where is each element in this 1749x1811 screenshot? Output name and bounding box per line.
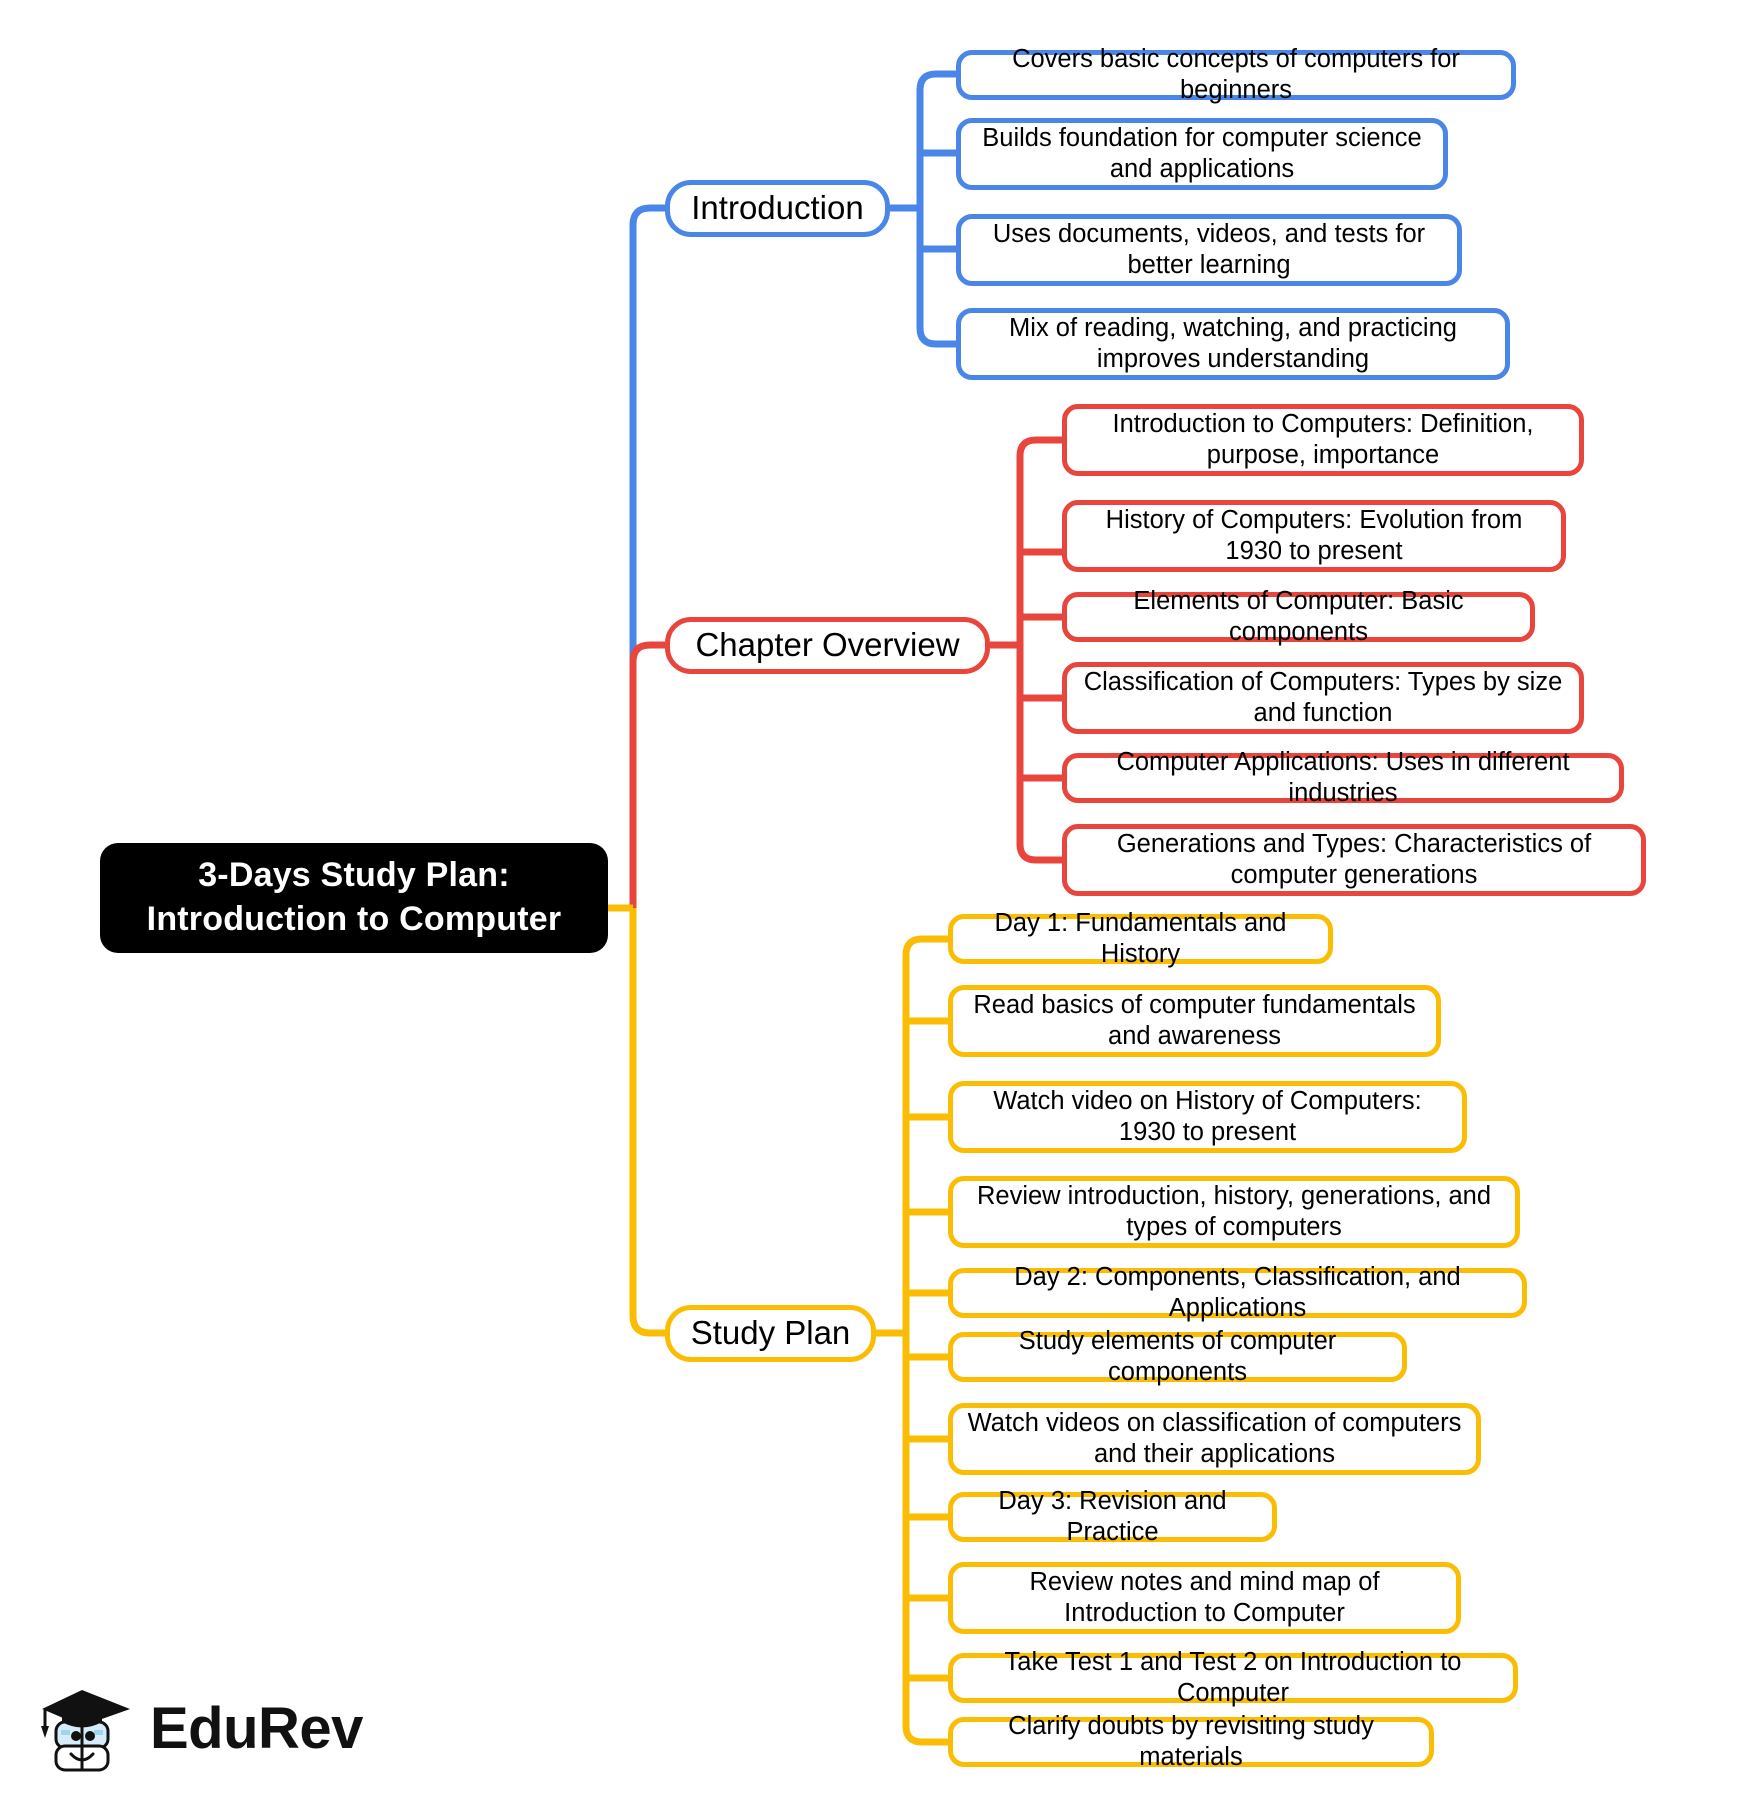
leaf-label: Watch video on History of Computers: 193… bbox=[993, 1086, 1422, 1146]
leaf-node-introduction-1[interactable]: Builds foundation for computer science a… bbox=[956, 118, 1448, 190]
leaf-label: Watch videos on classification of comput… bbox=[967, 1408, 1462, 1468]
leaf-node-chapter-overview-1[interactable]: History of Computers: Evolution from 193… bbox=[1062, 500, 1566, 572]
leaf-label: Clarify doubts by revisiting study mater… bbox=[1008, 1711, 1374, 1771]
leaf-node-study-plan-3[interactable]: Review introduction, history, generation… bbox=[948, 1176, 1520, 1248]
leaf-node-study-plan-10[interactable]: Clarify doubts by revisiting study mater… bbox=[948, 1712, 1434, 1771]
branch-label-chapter-overview: Chapter Overview bbox=[695, 626, 960, 664]
leaf-label: Classification of Computers: Types by si… bbox=[1083, 667, 1563, 727]
graduation-cap-book-mascot-icon bbox=[41, 1690, 130, 1772]
branch-node-chapter-overview[interactable]: Chapter Overview bbox=[665, 617, 990, 674]
root-node[interactable]: 3-Days Study Plan: Introduction to Compu… bbox=[100, 843, 608, 953]
leaf-node-study-plan-4[interactable]: Day 2: Components, Classification, and A… bbox=[948, 1263, 1527, 1322]
leaf-node-introduction-2[interactable]: Uses documents, videos, and tests for be… bbox=[956, 214, 1462, 286]
leaf-label: Computer Applications: Uses in different… bbox=[1116, 747, 1570, 807]
leaf-node-introduction-3[interactable]: Mix of reading, watching, and practicing… bbox=[956, 308, 1510, 380]
branch-label-introduction: Introduction bbox=[691, 189, 864, 227]
leaf-node-chapter-overview-3[interactable]: Classification of Computers: Types by si… bbox=[1062, 662, 1584, 734]
leaf-node-introduction-0[interactable]: Covers basic concepts of computers for b… bbox=[956, 45, 1516, 104]
branch-node-study-plan[interactable]: Study Plan bbox=[665, 1305, 876, 1362]
leaf-label: Uses documents, videos, and tests for be… bbox=[992, 219, 1426, 279]
leaf-label: Review introduction, history, generation… bbox=[976, 1181, 1492, 1241]
leaf-label: Read basics of computer fundamentals and… bbox=[973, 990, 1416, 1050]
leaf-node-study-plan-8[interactable]: Review notes and mind map of Introductio… bbox=[948, 1562, 1461, 1634]
edurev-logo: EduRev bbox=[38, 1676, 363, 1780]
leaf-node-study-plan-5[interactable]: Study elements of computer components bbox=[948, 1327, 1407, 1386]
branch-node-introduction[interactable]: Introduction bbox=[665, 180, 890, 237]
leaf-node-study-plan-0[interactable]: Day 1: Fundamentals and History bbox=[948, 909, 1333, 968]
leaf-label: Builds foundation for computer science a… bbox=[982, 123, 1422, 183]
leaf-node-study-plan-9[interactable]: Take Test 1 and Test 2 on Introduction t… bbox=[948, 1648, 1518, 1707]
leaf-node-chapter-overview-5[interactable]: Generations and Types: Characteristics o… bbox=[1062, 824, 1646, 896]
leaf-label: Mix of reading, watching, and practicing… bbox=[1009, 313, 1457, 373]
leaf-label: Day 1: Fundamentals and History bbox=[994, 908, 1287, 968]
leaf-label: Generations and Types: Characteristics o… bbox=[1116, 829, 1592, 889]
root-title-line2: Introduction to Computer bbox=[146, 900, 562, 938]
leaf-node-study-plan-1[interactable]: Read basics of computer fundamentals and… bbox=[948, 985, 1441, 1057]
leaf-label: Study elements of computer components bbox=[1018, 1326, 1337, 1386]
leaf-label: Day 2: Components, Classification, and A… bbox=[1014, 1262, 1461, 1322]
leaf-node-chapter-overview-4[interactable]: Computer Applications: Uses in different… bbox=[1062, 748, 1624, 807]
leaf-label: Covers basic concepts of computers for b… bbox=[1012, 44, 1460, 104]
leaf-label: Day 3: Revision and Practice bbox=[998, 1486, 1227, 1546]
leaf-node-chapter-overview-2[interactable]: Elements of Computer: Basic components bbox=[1062, 587, 1535, 646]
leaf-node-study-plan-7[interactable]: Day 3: Revision and Practice bbox=[948, 1487, 1277, 1546]
leaf-node-study-plan-2[interactable]: Watch video on History of Computers: 193… bbox=[948, 1081, 1467, 1153]
leaf-node-study-plan-6[interactable]: Watch videos on classification of comput… bbox=[948, 1403, 1481, 1475]
root-title-line1: 3-Days Study Plan: bbox=[198, 856, 510, 895]
leaf-label: Introduction to Computers: Definition, p… bbox=[1112, 409, 1534, 469]
leaf-node-chapter-overview-0[interactable]: Introduction to Computers: Definition, p… bbox=[1062, 404, 1584, 476]
leaf-label: Elements of Computer: Basic components bbox=[1133, 586, 1464, 646]
branch-label-study-plan: Study Plan bbox=[690, 1314, 851, 1352]
leaf-label: History of Computers: Evolution from 193… bbox=[1105, 505, 1523, 565]
leaf-label: Take Test 1 and Test 2 on Introduction t… bbox=[1004, 1647, 1462, 1707]
edurev-logo-text: EduRev bbox=[150, 1695, 363, 1761]
leaf-label: Review notes and mind map of Introductio… bbox=[1029, 1567, 1380, 1627]
